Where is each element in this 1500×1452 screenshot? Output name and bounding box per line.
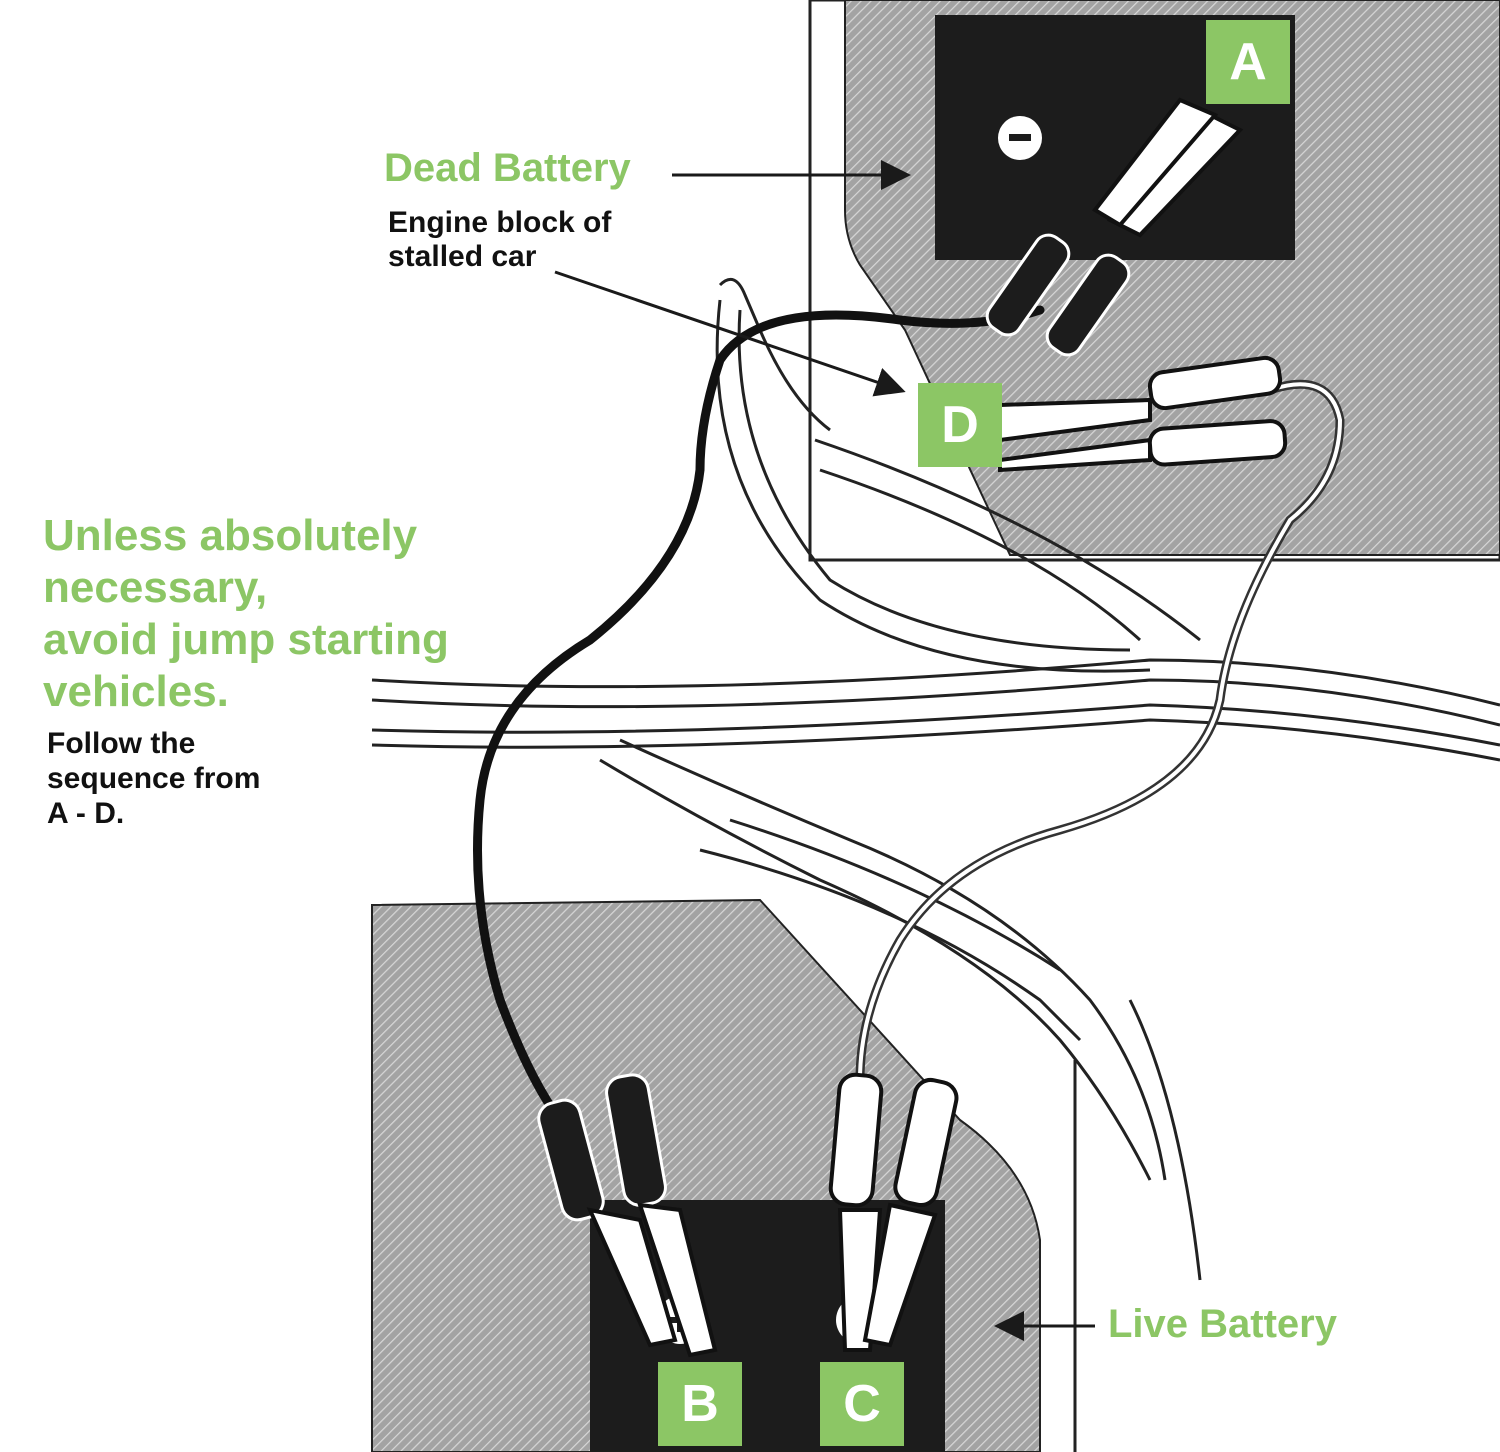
positive-cable [473,305,1045,1125]
engine-block-label: Engine block of stalled car [388,206,611,274]
engine-block-line-1: Engine block of [388,206,612,239]
warning-line-2: necessary, [43,563,268,612]
live-battery-label: Live Battery [1108,1302,1337,1346]
engine-block-line-2: stalled car [388,240,537,273]
clamp-a [985,97,1244,357]
warning-text: Unless absolutely necessary, avoid jump … [43,510,449,718]
hood-outlines [371,277,1500,1281]
instruction-text: Follow the sequence from A - D. [47,726,260,831]
warning-line-1: Unless absolutely [43,511,418,560]
clamp-c [828,1072,959,1352]
instruction-line-1: Follow the [47,727,196,760]
step-c-badge: C [820,1362,904,1446]
instruction-line-2: sequence from [47,762,261,795]
step-a-badge: A [1206,20,1290,104]
clamp-d [998,355,1288,473]
step-d-badge: D [918,383,1002,467]
instruction-line-3: A - D. [47,797,125,830]
warning-line-4: vehicles. [43,667,229,716]
step-b-badge: B [658,1362,742,1446]
clamp-b [537,1073,718,1358]
warning-line-3: avoid jump starting [43,615,449,664]
dead-battery-label: Dead Battery [384,146,631,190]
engine-block-arrow [554,270,906,397]
